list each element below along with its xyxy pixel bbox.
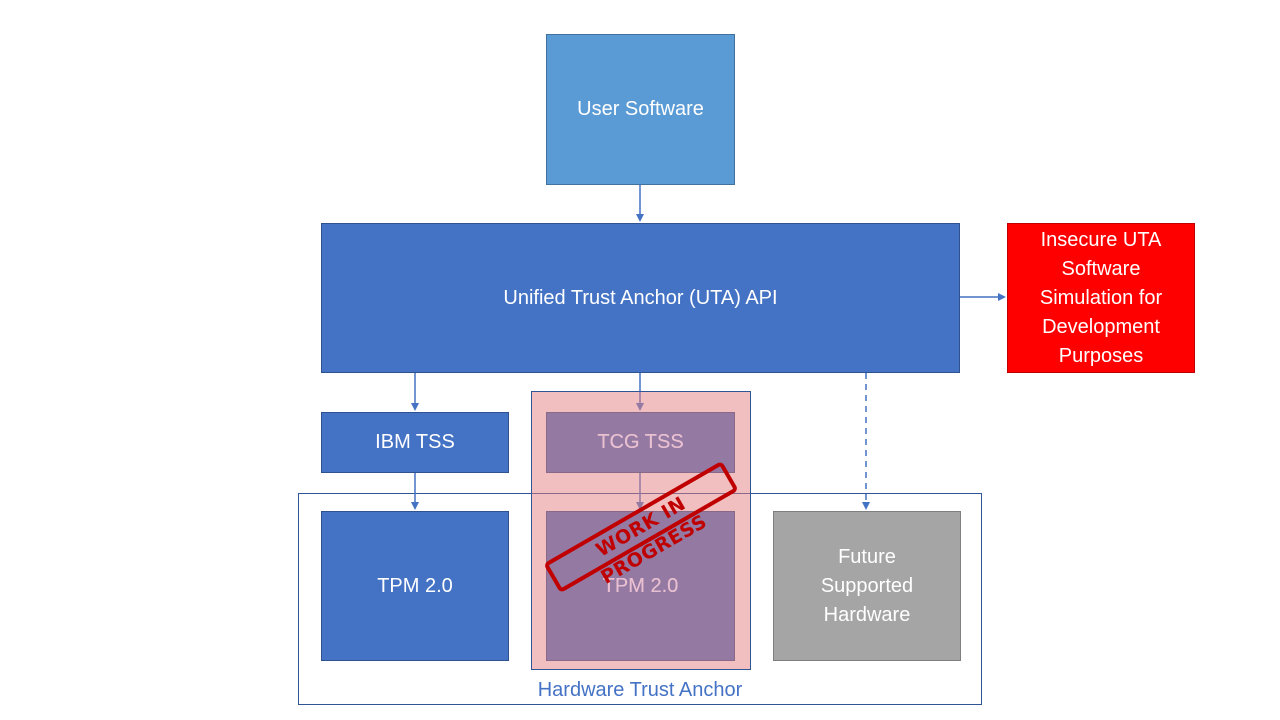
insecure-simulation-line-3: Simulation for xyxy=(1039,286,1163,309)
future-hardware-line-2: Supported xyxy=(820,574,914,597)
ibm-tss-box: IBM TSS xyxy=(321,412,509,473)
tpm-left-label: TPM 2.0 xyxy=(377,574,453,597)
tcg-tss-dimmed-label: TCG TSS xyxy=(546,412,735,473)
tpm-middle-overlay-text: TPM 2.0 xyxy=(602,574,679,597)
user-software-label: User Software xyxy=(577,98,704,120)
insecure-simulation-line-5: Purposes xyxy=(1058,344,1144,367)
insecure-simulation-line-2: Software xyxy=(1061,257,1141,280)
insecure-simulation-line-1: Insecure UTA xyxy=(1040,228,1162,251)
work-in-progress-overlay xyxy=(531,391,751,670)
uta-api-label: Unified Trust Anchor (UTA) API xyxy=(503,286,778,309)
insecure-simulation-line-4: Development xyxy=(1042,315,1160,338)
future-hardware-line-1: Future xyxy=(838,545,896,568)
tpm-left-box: TPM 2.0 xyxy=(321,511,509,661)
uta-api-box: Unified Trust Anchor (UTA) API xyxy=(321,223,960,373)
ibm-tss-label: IBM TSS xyxy=(375,431,455,453)
hardware-trust-anchor-label: Hardware Trust Anchor xyxy=(537,679,743,701)
future-hardware-line-3: Hardware xyxy=(823,603,911,626)
user-software-box: User Software xyxy=(546,34,735,185)
future-hardware-box: Future Supported Hardware xyxy=(773,511,961,661)
tpm-middle-dimmed-label: TPM 2.0 xyxy=(546,511,735,661)
tcg-tss-overlay-text: TCG TSS xyxy=(597,431,684,453)
insecure-simulation-box: Insecure UTA Software Simulation for Dev… xyxy=(1007,223,1195,373)
